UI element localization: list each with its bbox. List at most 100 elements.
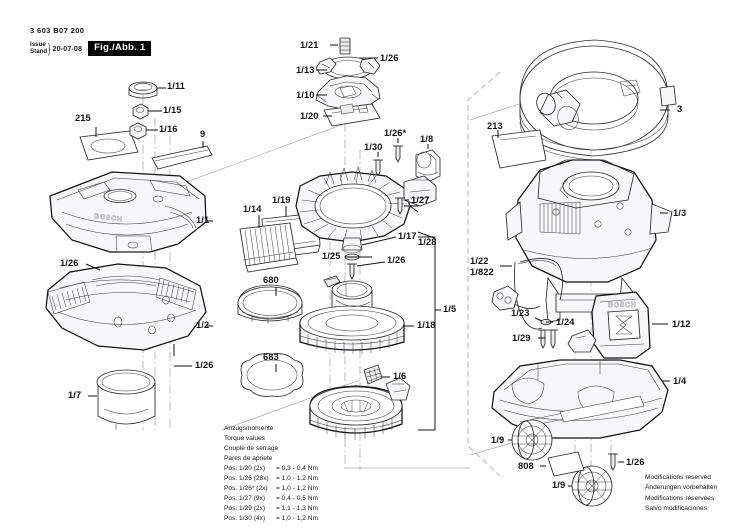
- part-number: 3 603 B07 200: [30, 26, 85, 35]
- callout-1-28: 1/28: [418, 237, 437, 247]
- part-1-13-clamp-ring: [315, 56, 381, 80]
- callout-1-16: 1/16: [159, 124, 178, 134]
- callout-1-17: 1/17: [398, 231, 417, 241]
- part-1-22-power-cord: [491, 258, 563, 330]
- impeller-blades: [343, 400, 369, 413]
- modifications-note-es: Salvo modificaciones: [645, 505, 707, 513]
- callout-1-30: 1/30: [364, 142, 383, 152]
- callout-1-13: 1/13: [296, 65, 315, 75]
- modifications-note-fr: Modifications réservées: [645, 494, 715, 502]
- part-1-24-washer: [534, 317, 553, 326]
- part-1-6-grid-pad: [363, 364, 390, 385]
- stand-label: Stand: [30, 47, 48, 55]
- issue-stand-labels: Issue Stand: [30, 41, 48, 56]
- callout-1-23: 1/23: [511, 308, 530, 318]
- torque-row: Pos. 1/30 (4x)= 1,0 - 1,2 Nm: [224, 514, 318, 524]
- part-1-26-screw-bottom: [347, 261, 386, 280]
- callout-1-5: 1/5: [443, 304, 457, 314]
- callout-1-25: 1/25: [322, 251, 341, 261]
- part-215-plate: [79, 127, 139, 161]
- callout-1-26b: 1/26: [195, 360, 214, 370]
- part-1-8-collar: [415, 144, 441, 183]
- issue-row: Issue Stand } 20-07-08 Fig./Abb. 1: [30, 41, 152, 56]
- torque-values-table: Anzugsmomente Torque values Couple de se…: [224, 424, 318, 524]
- part-1-20-pad: [323, 103, 381, 127]
- modifications-note-de: Änderungen vorbehalten: [645, 484, 718, 492]
- part-1-25-washer: [344, 253, 372, 261]
- callout-1-2: 1/2: [196, 320, 210, 330]
- part-1-4-chassis: [491, 359, 670, 439]
- vent-hatch-left: [47, 281, 91, 315]
- callout-213: 213: [487, 121, 503, 131]
- callout-1-8: 1/8: [420, 134, 434, 144]
- part-1-30-screw: [373, 152, 383, 177]
- torque-value: = 1,1 - 1,3 Nm: [276, 505, 318, 513]
- callout-1-9b: 1/9: [552, 480, 566, 490]
- callout-1-4: 1/4: [673, 376, 687, 386]
- callout-1-22: 1/22: [470, 256, 489, 266]
- callout-1-26c: 1/26: [380, 53, 399, 63]
- torque-heading-fr: Couple de serrage: [224, 445, 279, 453]
- torque-pos: Pos. 1/29 (2x): [224, 505, 266, 513]
- grid-lines: [365, 367, 383, 383]
- callout-1-3: 1/3: [673, 208, 687, 218]
- part-1-10-mount-plate: [315, 75, 381, 111]
- part-1-2-base-ring: [45, 263, 213, 367]
- brace-glyph: }: [48, 41, 51, 56]
- wheel-tread-right: [572, 470, 612, 502]
- part-680-lid: [237, 284, 303, 324]
- callout-1-27: 1/27: [411, 195, 430, 205]
- bosch-wordmark-module: BOSCH: [608, 302, 636, 309]
- torque-row: Pos. 1/29 (2x) = 1,1 - 1,3 Nm: [224, 504, 318, 514]
- part-3-coiled-hose: [519, 39, 677, 161]
- part-1-9-wheel-left: [508, 419, 553, 461]
- part-1-14-pleated-filter: [239, 215, 299, 273]
- torque-row: Pos. 1/26 (28x)= 1,0 - 1,2 Nm: [224, 474, 318, 484]
- torque-value: = 1,0 - 1,2 Nm: [276, 475, 318, 483]
- callout-1-12: 1/12: [672, 319, 691, 329]
- torque-value: = 0,4 - 0,5 Nm: [276, 495, 318, 503]
- group-bracket-1-5: [418, 236, 441, 431]
- document-part-number-block: 3 603 B07 200: [30, 26, 84, 35]
- torque-heading-de: Anzugsmomente: [224, 425, 274, 432]
- part-9-trim-strip: [151, 141, 213, 170]
- torque-value: = 1,0 - 1,2 Nm: [276, 485, 318, 493]
- part-1-27-screw: [395, 197, 409, 215]
- side-vent-grille: [539, 201, 581, 235]
- base-serrations: [307, 333, 398, 354]
- callout-1-26e: 1/26: [626, 457, 645, 467]
- callout-1-22-1-822: 1/22 1/822: [470, 256, 494, 277]
- callout-1-10: 1/10: [296, 90, 315, 100]
- part-1-29-screws: [538, 329, 558, 349]
- callout-1-822: 1/822: [470, 266, 494, 277]
- torque-row: Pos. 1/27 (9x)= 0,4 - 0,5 Nm: [224, 494, 318, 504]
- callout-1-11: 1/11: [167, 81, 185, 91]
- part-1-21-bolt: [330, 37, 351, 55]
- callout-1-7: 1/7: [68, 390, 82, 400]
- part-1-26-star-screw: [393, 138, 403, 163]
- callout-1-9a: 1/9: [491, 435, 505, 445]
- callout-1-26d: 1/26: [387, 255, 406, 265]
- bosch-wordmark-top-cover: BOSCH: [94, 213, 123, 223]
- callout-808: 808: [518, 461, 534, 471]
- torque-value: = 1,0 - 1,2 Nm: [276, 515, 318, 523]
- torque-heading-en: Torque values: [224, 435, 266, 443]
- part-1-16-grommet: [129, 122, 158, 140]
- callout-1-14: 1/14: [243, 204, 262, 214]
- part-impeller-wheel: [309, 377, 411, 440]
- callout-9: 9: [200, 129, 206, 139]
- callout-1-1: 1/1: [196, 215, 210, 225]
- part-1-15-grommet: [132, 103, 162, 120]
- callout-1-21: 1/21: [300, 40, 319, 50]
- part-1-5-turbine-housing: [295, 166, 437, 254]
- impeller-teeth: [317, 418, 393, 440]
- modifications-note: Modifications reserved Änderungen vorbeh…: [645, 473, 717, 515]
- torque-heading-es: Pares de apriete: [224, 455, 273, 463]
- section-divider: [467, 71, 501, 477]
- callout-3: 3: [677, 104, 683, 114]
- callout-1-29: 1/29: [512, 333, 531, 343]
- callout-1-19: 1/19: [272, 195, 291, 205]
- torque-pos: Pos. 1/26* (2x): [224, 485, 268, 493]
- torque-row: Pos. 1/26* (2x) = 1,0 - 1,2 Nm: [224, 484, 318, 494]
